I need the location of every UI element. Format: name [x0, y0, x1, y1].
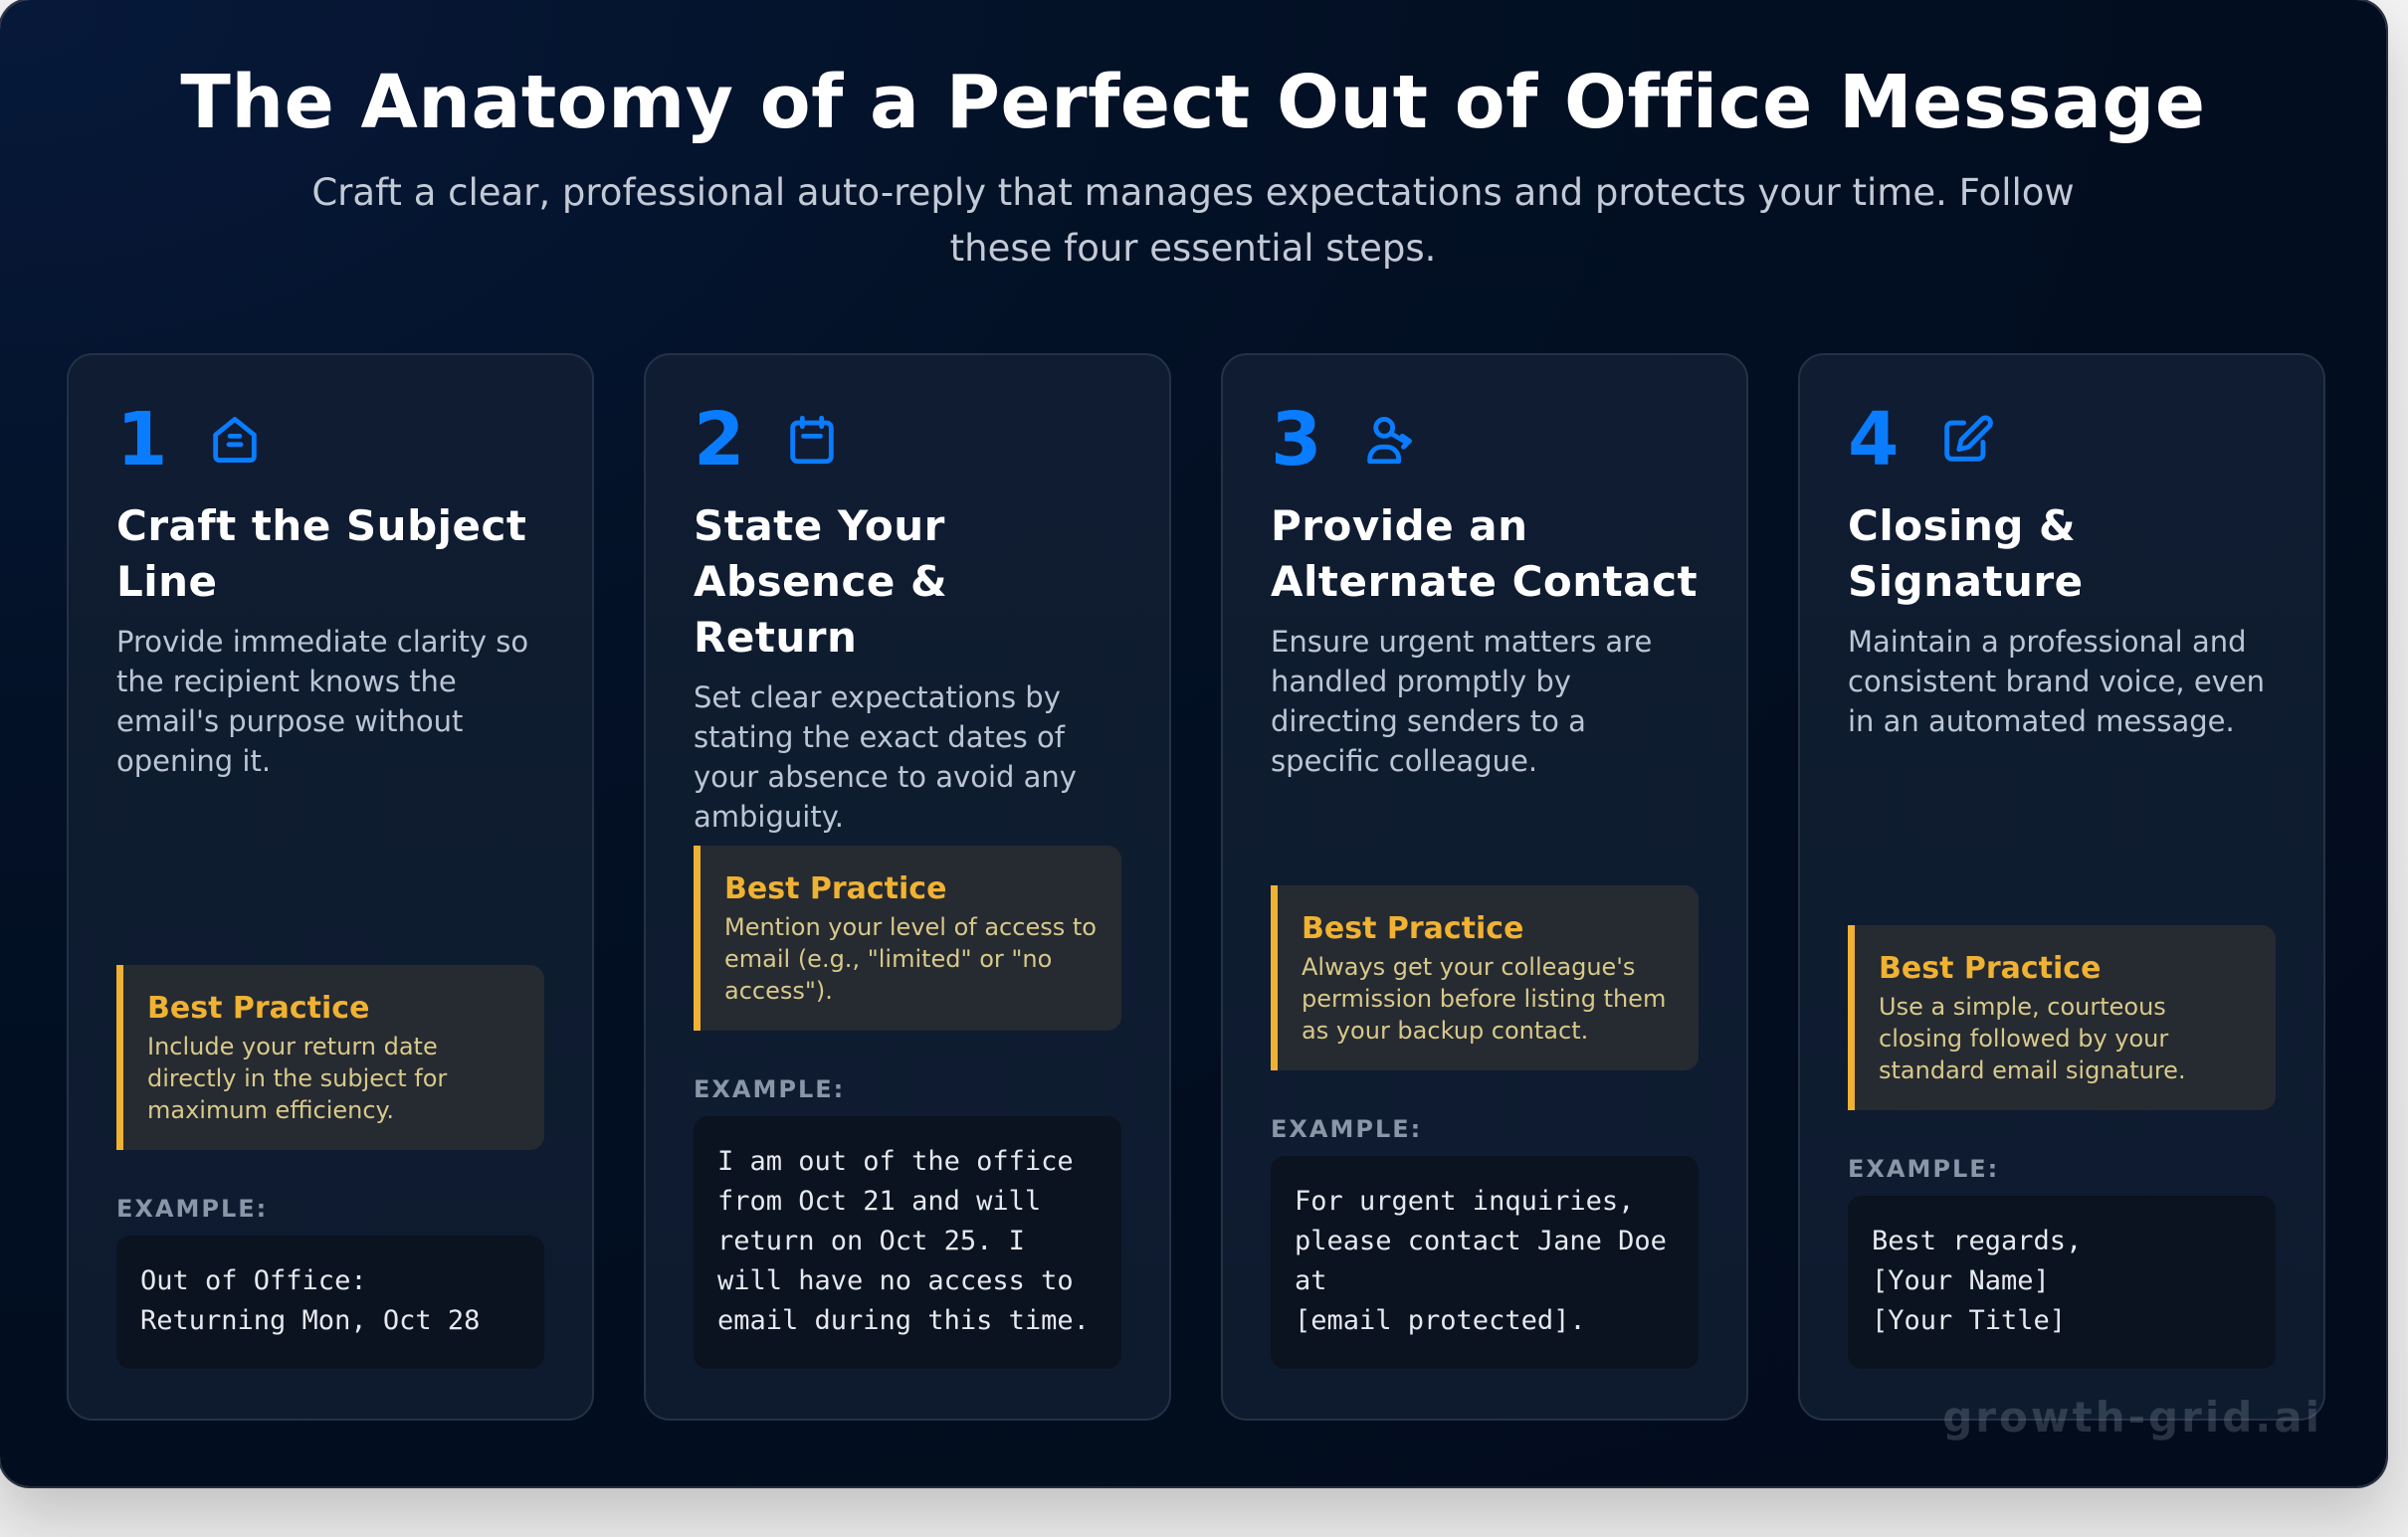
example-label: EXAMPLE: — [116, 1195, 269, 1223]
step-header: 4 — [1848, 397, 2276, 482]
steps-grid: 1 Craft the Subject Line Provide immedia… — [67, 353, 2325, 1421]
best-practice-title: Best Practice — [724, 871, 947, 906]
step-title: Provide an Alternate Contact — [1271, 501, 1699, 606]
step-description: Set clear expectations by stating the ex… — [694, 680, 1077, 834]
page-subtitle: Craft a clear, professional auto-reply t… — [311, 171, 2075, 270]
step-title: State Your Absence & Return — [694, 501, 948, 662]
infographic-frame: The Anatomy of a Perfect Out of Office M… — [0, 0, 2386, 1486]
step-header: 2 — [694, 397, 1121, 482]
calendar-icon — [783, 411, 841, 469]
step-card-3: 3 Provide an Alternate Contact Ensure ur… — [1221, 353, 1748, 1421]
best-practice-title: Best Practice — [1879, 951, 2102, 986]
step-number: 3 — [1271, 397, 1322, 482]
step-title: Craft the Subject Line — [116, 501, 527, 606]
step-card-2: 2 State Your Absence & Return Set clear … — [644, 353, 1171, 1421]
best-practice-callout: Best Practice Mention your level of acce… — [694, 846, 1121, 1031]
user-forward-icon — [1360, 411, 1418, 469]
example-code-block: For urgent inquiries, please contact Jan… — [1271, 1156, 1699, 1369]
step-card-1: 1 Craft the Subject Line Provide immedia… — [67, 353, 594, 1421]
example-label: EXAMPLE: — [1271, 1115, 1423, 1143]
best-practice-text: Mention your level of access to email (e… — [724, 913, 1097, 1005]
example-code-block: Out of Office: Returning Mon, Oct 28 — [116, 1236, 544, 1369]
step-description: Maintain a professional and consistent b… — [1848, 625, 2266, 738]
step-number: 1 — [116, 397, 168, 482]
page-title: The Anatomy of a Perfect Out of Office M… — [180, 60, 2206, 145]
step-number: 2 — [694, 397, 745, 482]
example-label: EXAMPLE: — [694, 1075, 846, 1103]
step-description: Ensure urgent matters are handled prompt… — [1271, 625, 1653, 778]
step-card-4: 4 Closing & Signature Maintain a profess… — [1798, 353, 2325, 1421]
example-label: EXAMPLE: — [1848, 1155, 2000, 1183]
best-practice-text: Include your return date directly in the… — [147, 1033, 448, 1124]
step-title: Closing & Signature — [1848, 501, 2084, 606]
step-description: Provide immediate clarity so the recipie… — [116, 625, 529, 778]
best-practice-title: Best Practice — [1302, 911, 1524, 946]
best-practice-text: Use a simple, courteous closing followed… — [1879, 993, 2186, 1084]
step-header: 1 — [116, 397, 544, 482]
step-header: 3 — [1271, 397, 1699, 482]
example-code-block: I am out of the office from Oct 21 and w… — [694, 1116, 1121, 1369]
best-practice-callout: Best Practice Include your return date d… — [116, 965, 544, 1150]
step-number: 4 — [1848, 397, 1900, 482]
best-practice-title: Best Practice — [147, 991, 370, 1026]
edit-pencil-icon — [1937, 411, 1995, 469]
example-code-block: Best regards, [Your Name] [Your Title] — [1848, 1196, 2276, 1369]
best-practice-callout: Best Practice Use a simple, courteous cl… — [1848, 925, 2276, 1110]
best-practice-text: Always get your colleague's permission b… — [1302, 953, 1667, 1045]
best-practice-callout: Best Practice Always get your colleague'… — [1271, 885, 1699, 1070]
header: The Anatomy of a Perfect Out of Office M… — [0, 58, 2386, 277]
mail-inbox-icon — [206, 411, 264, 469]
watermark: growth-grid.ai — [1942, 1393, 2322, 1441]
